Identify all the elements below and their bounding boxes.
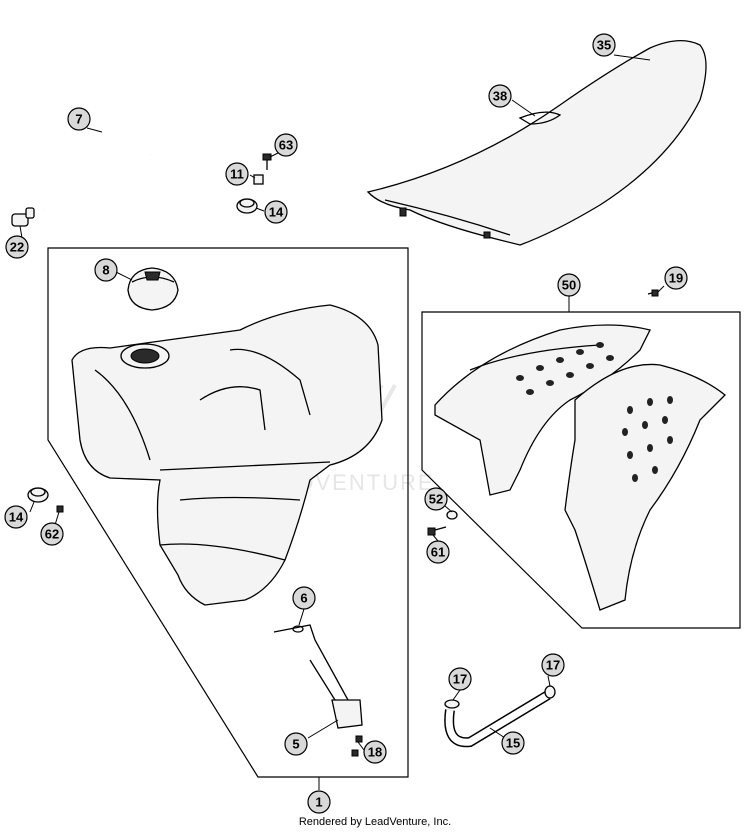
callout-5: 5 [284,732,308,756]
callout-52: 52 [424,487,448,511]
callout-17-left: 17 [448,667,472,691]
callout-8: 8 [94,258,118,282]
svg-text:14: 14 [269,205,284,220]
callout-17-right: 17 [541,653,565,677]
hose-fitting[interactable] [11,207,35,227]
svg-text:35: 35 [597,38,611,53]
o-ring-6[interactable] [292,625,304,633]
tank-group-frame [47,247,409,778]
svg-text:61: 61 [431,545,445,560]
callout-61: 61 [426,540,450,564]
callout-63: 63 [274,133,298,157]
bushing-14-lower[interactable] [27,487,49,503]
callout-62: 62 [40,522,64,546]
callout-18: 18 [363,740,387,764]
svg-text:52: 52 [429,492,443,507]
svg-text:5: 5 [292,737,299,752]
svg-text:8: 8 [102,263,109,278]
fuel-hose[interactable] [444,690,551,748]
bolt-62[interactable] [56,505,64,513]
callout-6: 6 [292,586,316,610]
svg-text:63: 63 [279,138,293,153]
hose-clamp-17-left[interactable] [444,699,460,709]
footer-credit: Rendered by LeadVenture, Inc. [298,816,452,828]
bolt-63[interactable] [262,153,272,170]
svg-text:17: 17 [546,658,560,673]
svg-text:11: 11 [230,167,244,182]
bushing-14-upper[interactable] [236,198,258,214]
svg-text:1: 1 [315,795,322,810]
callout-38: 38 [488,84,512,108]
svg-text:22: 22 [10,240,24,255]
callout-35: 35 [592,33,616,57]
fuel-tap[interactable] [273,624,363,729]
washer-52[interactable] [446,510,458,520]
shroud-right[interactable] [564,363,726,611]
vent-hose[interactable] [43,119,152,211]
callout-15: 15 [501,731,525,755]
callout-14-upper: 14 [264,200,288,224]
svg-text:6: 6 [300,591,307,606]
svg-text:15: 15 [506,736,520,751]
callout-11: 11 [225,162,249,186]
svg-text:62: 62 [45,527,59,542]
svg-text:7: 7 [75,112,82,127]
shroud-group-frame [421,311,741,629]
callout-7: 7 [67,107,91,131]
callout-22: 22 [5,235,29,259]
leader-lines [19,54,665,790]
callout-14-lower: 14 [4,505,28,529]
svg-text:18: 18 [368,745,382,760]
hose-clamp-17-right[interactable] [544,685,556,699]
svg-text:17: 17 [453,672,467,687]
shroud-left[interactable] [434,324,651,496]
seat[interactable] [366,40,707,246]
svg-text:14: 14 [9,510,24,525]
bolt-19[interactable] [647,289,659,297]
screw-18[interactable] [351,735,363,757]
fuel-cap[interactable] [127,267,179,311]
callout-50: 50 [557,273,581,297]
svg-text:50: 50 [562,278,576,293]
fuel-tank[interactable] [71,304,383,606]
callout-1: 1 [307,790,331,814]
callout-19: 19 [664,266,688,290]
clip-11[interactable] [253,174,264,185]
bolt-61[interactable] [427,526,447,536]
svg-text:19: 19 [669,271,683,286]
svg-text:38: 38 [493,89,507,104]
